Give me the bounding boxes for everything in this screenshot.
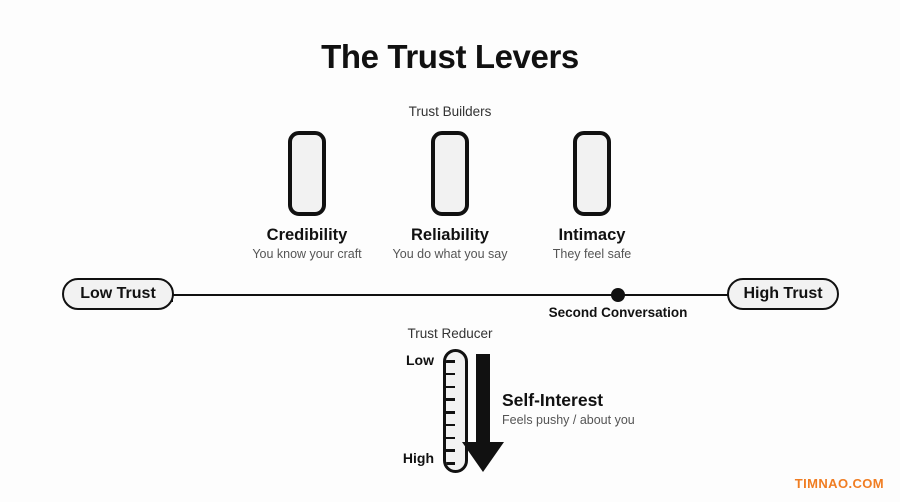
low-trust-pill[interactable]: Low Trust [62, 278, 174, 310]
trust-builders-caption: Trust Builders [408, 104, 492, 119]
gauge-tick [446, 423, 455, 427]
gauge-tick [446, 372, 455, 376]
downward-arrow-icon [462, 354, 504, 472]
low-trust-label: Low Trust [80, 285, 156, 302]
gauge-tick [446, 398, 455, 401]
gauge-label-low: Low [406, 352, 434, 368]
page-title: The Trust Levers [321, 38, 579, 75]
trust-lever-credibility[interactable] [288, 131, 326, 216]
gauge-tick [446, 411, 455, 414]
gauge-tick [446, 449, 455, 452]
trust-lever-label-credibility: Credibility [266, 226, 348, 244]
trust-reducer-caption: Trust Reducer [407, 326, 493, 341]
high-trust-pill[interactable]: High Trust [727, 278, 839, 310]
self-interest-subtitle: Feels pushy / about you [502, 413, 635, 427]
gauge-tick [446, 360, 455, 363]
self-interest-title: Self-Interest [502, 390, 604, 410]
trust-axis-line [171, 294, 731, 296]
trust-lever-reliability[interactable] [431, 131, 469, 216]
trust-lever-label-reliability: Reliability [411, 226, 489, 244]
watermark: TIMNAO.COM [794, 476, 884, 491]
gauge-tick [446, 385, 455, 388]
trust-lever-label-intimacy: Intimacy [558, 226, 626, 244]
gauge-label-high: High [402, 450, 434, 466]
trust-lever-subtitle-intimacy: They feel safe [552, 247, 632, 261]
gauge-tick [446, 462, 455, 465]
high-trust-label: High Trust [743, 285, 823, 302]
self-interest-gauge[interactable] [443, 349, 468, 473]
axis-marker-label: Second Conversation [548, 305, 688, 320]
gauge-tick [446, 436, 455, 439]
trust-lever-subtitle-reliability: You do what you say [392, 247, 508, 261]
axis-marker-dot[interactable] [611, 288, 625, 302]
trust-lever-subtitle-credibility: You know your craft [252, 247, 362, 261]
trust-lever-intimacy[interactable] [573, 131, 611, 216]
